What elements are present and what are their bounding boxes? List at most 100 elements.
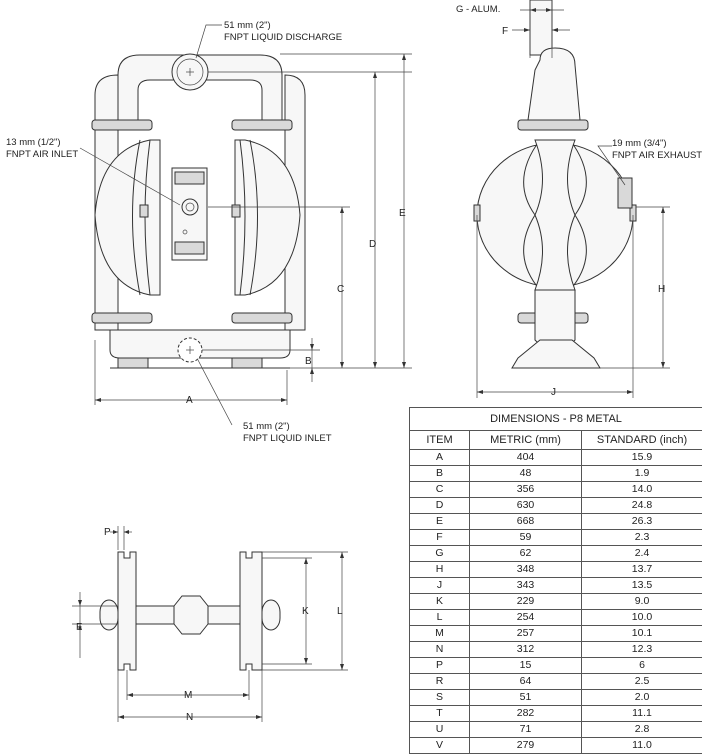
dim-p-label: P <box>104 527 111 538</box>
liquid-inlet-desc-label: FNPT LIQUID INLET <box>243 433 332 444</box>
dim-b-label: B <box>305 356 312 367</box>
cell-item: R <box>410 674 470 690</box>
alum-label: G - ALUM. <box>456 4 500 15</box>
side-upper-pipe <box>528 48 580 120</box>
discharge-desc-label: FNPT LIQUID DISCHARGE <box>224 32 342 43</box>
cell-standard: 24.8 <box>582 498 702 514</box>
cell-metric: 356 <box>470 482 582 498</box>
bottom-left-clamp <box>92 313 152 323</box>
cell-item: T <box>410 706 470 722</box>
cell-standard: 2.0 <box>582 690 702 706</box>
cell-metric: 257 <box>470 626 582 642</box>
cell-metric: 59 <box>470 530 582 546</box>
center-cap-top <box>175 172 204 184</box>
cell-standard: 2.8 <box>582 722 702 738</box>
bottom-right-flange <box>240 552 262 670</box>
col-header-standard: STANDARD (inch) <box>582 431 702 450</box>
cell-metric: 62 <box>470 546 582 562</box>
cell-item: B <box>410 466 470 482</box>
cell-standard: 11.0 <box>582 738 702 754</box>
liquid-inlet-size-label: 51 mm (2") <box>243 421 290 432</box>
side-base <box>512 340 600 368</box>
side-discharge-stub <box>530 0 552 55</box>
cell-metric: 51 <box>470 690 582 706</box>
cell-standard: 13.5 <box>582 578 702 594</box>
side-center-column <box>535 140 575 290</box>
cell-item: C <box>410 482 470 498</box>
bottom-left-flange <box>118 552 136 670</box>
side-view: G - ALUM. F 19 mm (3/4") FNPT AIR EXHAUS… <box>456 0 702 398</box>
dim-k-label: K <box>302 606 309 617</box>
side-top-clamp <box>518 120 588 130</box>
cell-item: S <box>410 690 470 706</box>
dim-f-bottom-label: F <box>76 622 82 633</box>
cell-item: N <box>410 642 470 658</box>
cell-metric: 312 <box>470 642 582 658</box>
cell-item: E <box>410 514 470 530</box>
top-left-clamp <box>92 120 152 130</box>
air-exhaust-desc-label: FNPT AIR EXHAUST <box>612 150 702 161</box>
cell-item: D <box>410 498 470 514</box>
left-foot <box>118 358 148 368</box>
dim-j-label: J <box>551 387 556 398</box>
col-header-metric: METRIC (mm) <box>470 431 582 450</box>
cell-standard: 15.9 <box>582 450 702 466</box>
cell-standard: 1.9 <box>582 466 702 482</box>
dim-n-label: N <box>186 712 193 723</box>
cell-metric: 254 <box>470 610 582 626</box>
cell-standard: 2.5 <box>582 674 702 690</box>
cell-standard: 26.3 <box>582 514 702 530</box>
air-exhaust-port <box>618 178 632 208</box>
center-cap-bottom <box>175 242 204 254</box>
cell-standard: 2.3 <box>582 530 702 546</box>
cell-metric: 229 <box>470 594 582 610</box>
cell-item: V <box>410 738 470 754</box>
table-header-row: ITEM METRIC (mm) STANDARD (inch) <box>410 431 702 450</box>
cell-metric: 668 <box>470 514 582 530</box>
bottom-center-block <box>174 596 208 634</box>
cell-standard: 10.1 <box>582 626 702 642</box>
dim-e-label: E <box>399 208 406 219</box>
dim-h-label: H <box>658 284 665 295</box>
bottom-right-pipe <box>262 600 280 630</box>
cell-standard: 12.3 <box>582 642 702 658</box>
cell-metric: 71 <box>470 722 582 738</box>
cell-item: M <box>410 626 470 642</box>
cell-metric: 279 <box>470 738 582 754</box>
cell-standard: 10.0 <box>582 610 702 626</box>
cell-item: U <box>410 722 470 738</box>
table-title: DIMENSIONS - P8 METAL <box>410 408 702 431</box>
dim-l-label: L <box>337 606 343 617</box>
cell-item: H <box>410 562 470 578</box>
air-inlet-desc-label: FNPT AIR INLET <box>6 149 78 160</box>
col-header-item: ITEM <box>410 431 470 450</box>
cell-standard: 14.0 <box>582 482 702 498</box>
cell-standard: 11.1 <box>582 706 702 722</box>
dim-f-top-label: F <box>502 26 508 37</box>
cell-metric: 404 <box>470 450 582 466</box>
cell-metric: 348 <box>470 562 582 578</box>
cell-metric: 15 <box>470 658 582 674</box>
front-view: A B C D E 51 mm (2") FNPT LIQUID DISCHAR… <box>6 20 412 444</box>
cell-standard: 9.0 <box>582 594 702 610</box>
cell-metric: 630 <box>470 498 582 514</box>
dim-c-label: C <box>337 284 344 295</box>
discharge-size-label: 51 mm (2") <box>224 20 271 31</box>
cell-item: F <box>410 530 470 546</box>
cell-metric: 64 <box>470 674 582 690</box>
cell-item: P <box>410 658 470 674</box>
air-inlet-size-label: 13 mm (1/2") <box>6 137 61 148</box>
